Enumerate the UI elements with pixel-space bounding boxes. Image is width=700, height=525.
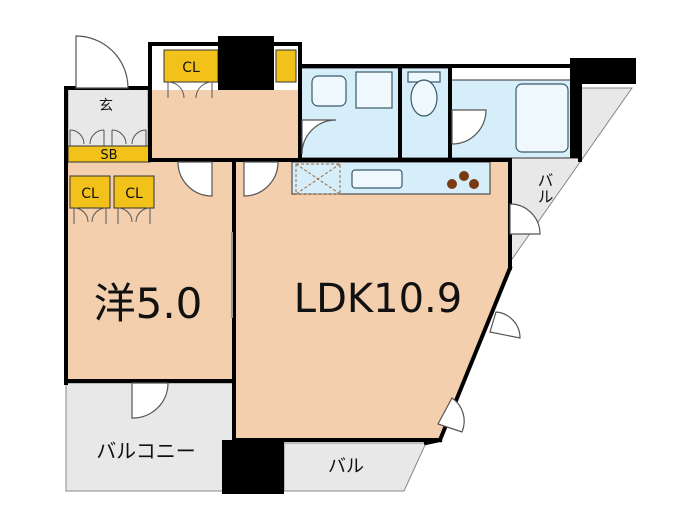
closet-label: CL (125, 186, 143, 202)
balcony-bottom-label: バル (328, 456, 364, 477)
pillar-bottom (222, 440, 284, 494)
entrance-label: 玄 (99, 97, 113, 114)
pillar-right-vertical (570, 58, 582, 158)
closet-hall-small (275, 49, 297, 83)
doors (75, 35, 541, 433)
closet-doors (69, 81, 213, 224)
fridge-space (295, 163, 341, 195)
hall-floor (150, 90, 300, 160)
balcony-right-label: バル (535, 172, 554, 204)
closet-label: CL (182, 60, 200, 76)
closet-hall (163, 49, 219, 83)
western-room-label: 洋5.0 (94, 279, 203, 328)
bathtub (515, 83, 569, 153)
closet-room-right (113, 175, 155, 209)
closet-label: CL (81, 186, 99, 202)
balcony-main-label: バルコニー (96, 439, 196, 463)
fixtures (311, 71, 569, 189)
toilet-bowl (410, 79, 438, 117)
ldk-floor (236, 162, 508, 440)
washbasin (311, 75, 347, 107)
stove (447, 171, 479, 189)
entrance-floor (67, 87, 149, 147)
closet-room-left (69, 175, 111, 209)
kitchen-sink (351, 169, 403, 189)
washing-machine (355, 71, 393, 109)
shoe-box-label: SB (100, 148, 117, 163)
ldk-label: LDK10.9 (294, 276, 462, 322)
pillar-top (218, 36, 274, 90)
